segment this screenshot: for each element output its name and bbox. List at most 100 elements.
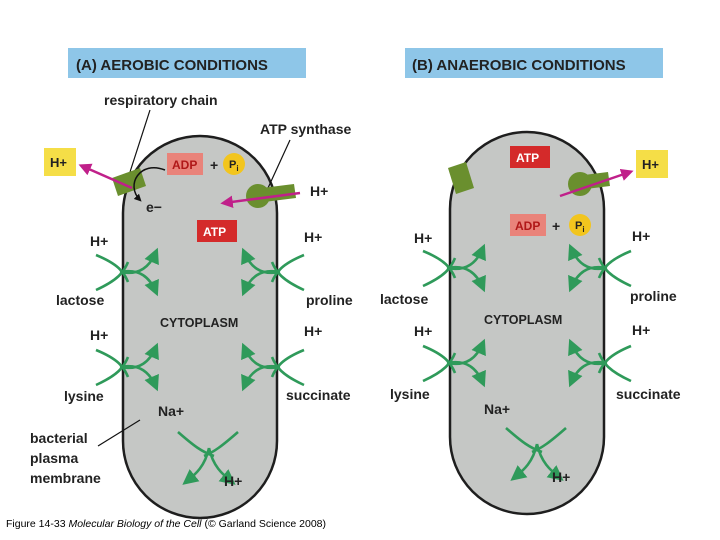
succinate-label-b: succinate: [616, 386, 681, 402]
pi-ball-a: [223, 153, 245, 175]
proton-box-a-label: H+: [50, 155, 67, 170]
respiratory-chain-label: respiratory chain: [104, 92, 218, 108]
transporter-curve: [597, 352, 632, 383]
panel-aerobic: (A) AEROBIC CONDITIONS respiratory chain…: [30, 48, 353, 520]
membrane-label-line2: plasma: [30, 450, 78, 466]
transporter-curve: [422, 257, 457, 288]
transporter-arrow: [119, 342, 159, 370]
lactose-proton-b: H+: [414, 230, 432, 246]
atp-synthase-stalk-b: [576, 172, 610, 190]
transporter-arrow: [207, 447, 236, 485]
proline-label-a: proline: [306, 292, 353, 308]
transporter-succinate-b: [568, 338, 632, 388]
sodium-proton-b: H+: [552, 469, 570, 485]
atp-synthase-proton-a: H+: [310, 183, 328, 199]
lysine-proton-b: H+: [414, 323, 432, 339]
membrane-label-line1: bacterial: [30, 430, 88, 446]
succinate-proton-b: H+: [632, 322, 650, 338]
atp-label-b: ATP: [516, 151, 539, 165]
transporter-curve: [597, 344, 632, 374]
transporter-arrow: [446, 243, 486, 271]
panel-anaerobic: (B) ANAEROBIC CONDITIONS ATP H+ ADP + Pi…: [380, 48, 681, 516]
proton-box-b: [636, 150, 668, 178]
transporter-arrow: [241, 247, 281, 275]
caption-suffix: (© Garland Science 2008): [201, 518, 326, 530]
transporter-arrow: [241, 342, 281, 370]
membrane-label-line3: membrane: [30, 470, 101, 486]
transporter-curve: [422, 344, 457, 374]
panel-a-header: (A) AEROBIC CONDITIONS: [76, 57, 268, 74]
transporter-curve: [95, 348, 130, 378]
atp-synthase-label: ATP synthase: [260, 121, 352, 137]
transporter-curve: [270, 356, 305, 387]
lysine-label-b: lysine: [390, 386, 430, 402]
transporter-arrow: [182, 447, 211, 485]
transporter-arrow: [568, 243, 608, 271]
lysine-proton-a: H+: [90, 327, 108, 343]
atp-box-b: [510, 146, 550, 168]
proton-out-arrow-b: [559, 168, 634, 198]
transporter-arrow: [446, 338, 486, 366]
transporter-lysine-b: [422, 338, 486, 388]
succinate-label-a: succinate: [286, 387, 351, 403]
caption-book-title: Molecular Biology of the Cell: [68, 518, 202, 530]
transporter-succinate-a: [241, 342, 305, 392]
plus-b: +: [552, 218, 560, 234]
cell-a: [121, 134, 279, 520]
transporter-lactose-b: [422, 243, 486, 293]
transporter-arrow: [510, 443, 539, 481]
lactose-label-a: lactose: [56, 292, 104, 308]
sodium-proton-a: H+: [224, 473, 242, 489]
pi-ball-b: [569, 214, 591, 236]
figure-caption: Figure 14-33 Molecular Biology of the Ce…: [6, 518, 326, 530]
proline-label-b: proline: [630, 288, 677, 304]
lysine-label-a: lysine: [64, 388, 104, 404]
transporter-curve: [422, 249, 457, 279]
adp-label-b: ADP: [515, 219, 540, 233]
atp-synthase-pointer: [267, 139, 291, 189]
panel-b-header-box: [405, 48, 663, 78]
atp-box-a: [197, 220, 237, 242]
adp-box-a: [167, 153, 203, 175]
succinate-proton-a: H+: [304, 323, 322, 339]
proline-proton-a: H+: [304, 229, 322, 245]
transporter-arrow: [568, 338, 608, 366]
transporter-curve: [270, 253, 305, 283]
panel-a-header-box: [68, 48, 306, 78]
transporter-sodium-a: [177, 431, 239, 485]
transporter-lysine-a: [95, 342, 159, 392]
transporter-curve: [95, 253, 130, 283]
proton-box-b-label: H+: [642, 157, 659, 172]
transporter-arrow: [119, 247, 159, 275]
lactose-proton-a: H+: [90, 233, 108, 249]
transporter-curve: [95, 356, 130, 387]
transporter-arrow: [535, 443, 564, 481]
proton-in-arrow-a: [220, 191, 301, 209]
lactose-label-b: lactose: [380, 291, 428, 307]
caption-prefix: Figure 14-33: [6, 518, 69, 530]
electron-arrow: [133, 167, 166, 202]
transporter-curve: [270, 348, 305, 378]
transporter-curve: [422, 352, 457, 383]
transporter-sodium-b: [505, 427, 567, 481]
sodium-label-a: Na+: [158, 403, 184, 419]
adp-box-b: [510, 214, 546, 236]
proton-box-a: [44, 148, 76, 176]
respiratory-chain-pointer: [129, 109, 151, 173]
pi-label-a: Pi: [229, 159, 239, 173]
plus-a: +: [210, 157, 218, 173]
panel-b-header: (B) ANAEROBIC CONDITIONS: [412, 57, 626, 74]
membrane-pointer: [97, 419, 141, 447]
transporter-curve: [95, 261, 130, 292]
transporter-curve: [597, 249, 632, 279]
electron-label: e−: [146, 199, 162, 215]
adp-label-a: ADP: [172, 158, 197, 172]
cytoplasm-label-a: CYTOPLASM: [160, 316, 238, 330]
cell-b: [448, 130, 606, 516]
transporter-proline-b: [568, 243, 632, 293]
pi-label-b: Pi: [575, 220, 585, 234]
transporter-curve: [597, 257, 632, 288]
transporter-lactose-a: [95, 247, 159, 297]
transporter-curve: [270, 261, 305, 292]
cytoplasm-label-b: CYTOPLASM: [484, 313, 562, 327]
